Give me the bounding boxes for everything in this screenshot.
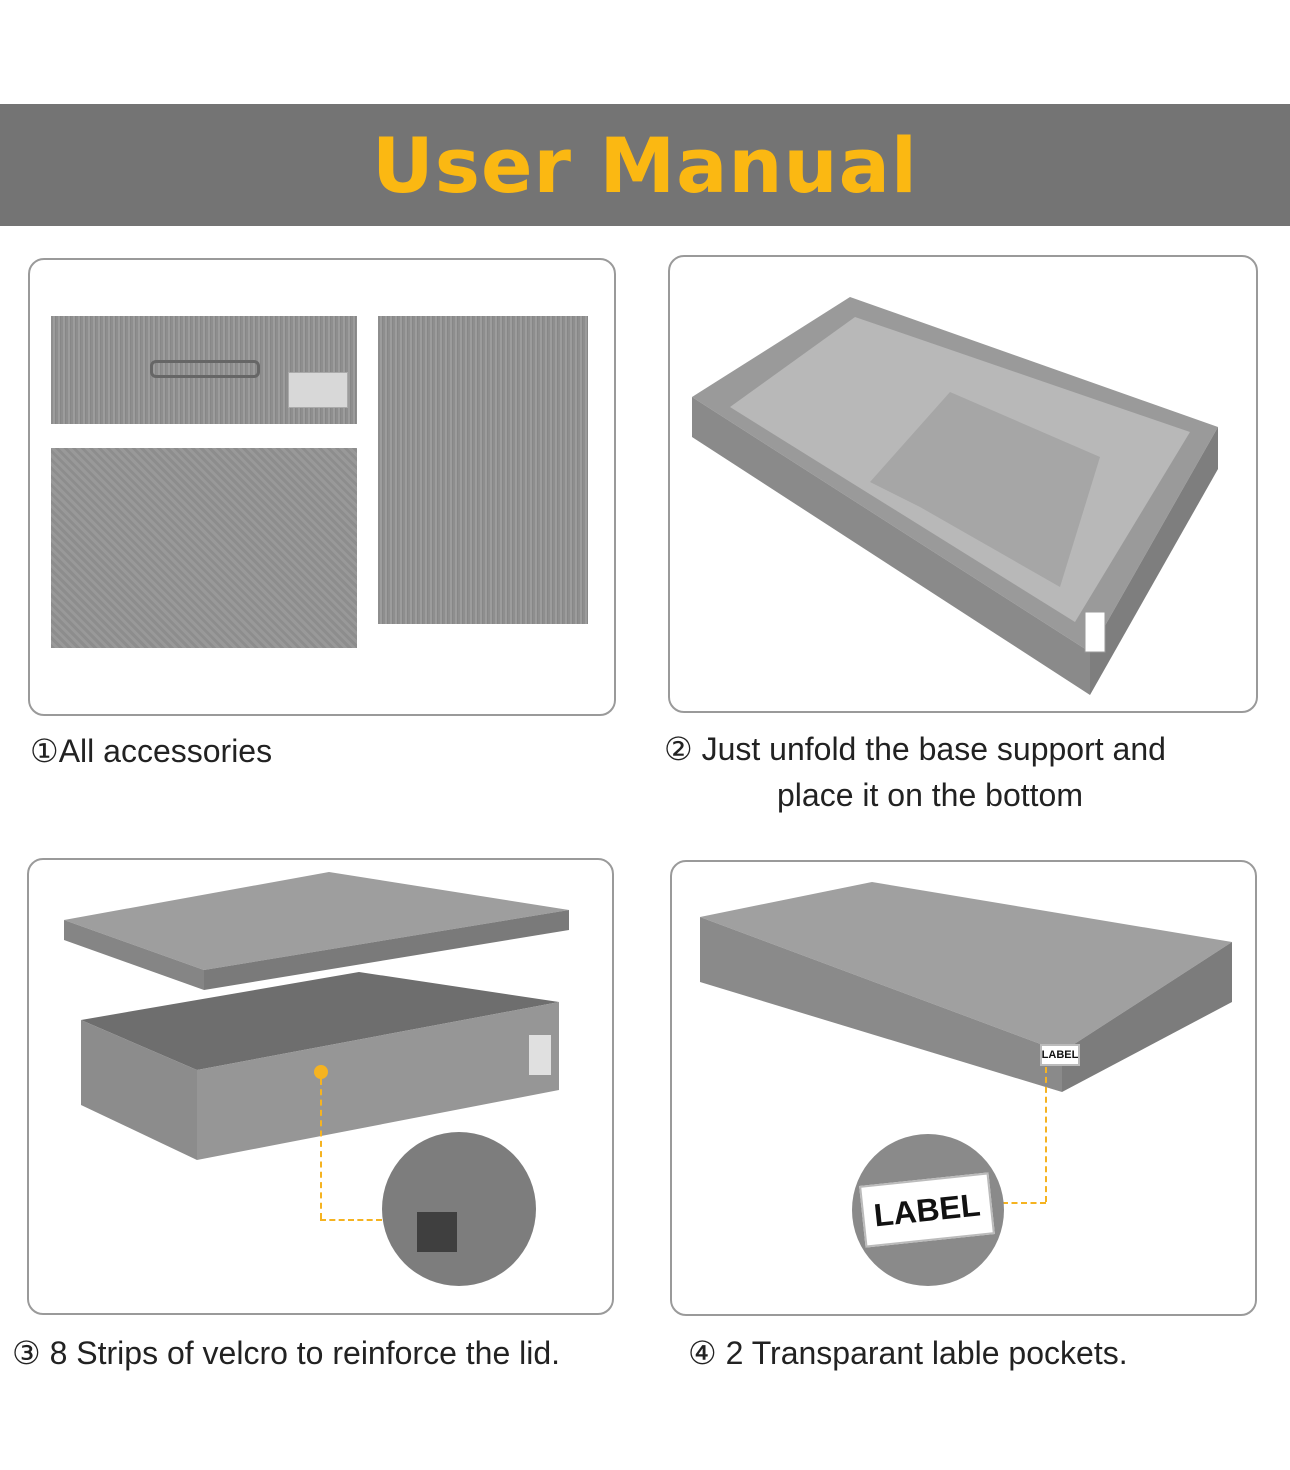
label-closeup: LABEL (852, 1134, 1004, 1286)
callout-line (320, 1219, 382, 1221)
step-2-caption-line1: ② Just unfold the base support and (664, 731, 1166, 767)
callout-line (1045, 1067, 1047, 1202)
step-2-caption-line2: place it on the bottom (777, 777, 1083, 813)
step-1-caption: ①All accessories (30, 733, 273, 769)
callout-line (1002, 1202, 1046, 1204)
header-banner: User Manual (0, 104, 1290, 226)
label-closeup-tag: LABEL (859, 1172, 995, 1248)
page-title: User Manual (372, 120, 918, 210)
base-board-image (51, 448, 357, 648)
panel-label-pockets: LABEL LABEL (670, 860, 1257, 1316)
panel-unfold-base (668, 255, 1258, 713)
open-box-illustration (692, 297, 1218, 695)
step-3-caption: ③ 8 Strips of velcro to reinforce the li… (12, 1335, 561, 1371)
callout-line (320, 1079, 322, 1219)
closed-box-illustration (700, 882, 1232, 1092)
panel-accessories (28, 258, 616, 716)
velcro-closeup (382, 1132, 536, 1286)
handle-icon (150, 360, 260, 378)
box-with-lid-illustration (64, 872, 569, 1160)
velcro-marker-dot (314, 1065, 328, 1079)
end-panel-image (378, 316, 588, 624)
label-pocket-icon (288, 372, 348, 408)
step-4-caption: ④ 2 Transparant lable pockets. (688, 1335, 1128, 1371)
label-pocket: LABEL (1040, 1044, 1080, 1066)
panel-velcro (27, 858, 614, 1315)
